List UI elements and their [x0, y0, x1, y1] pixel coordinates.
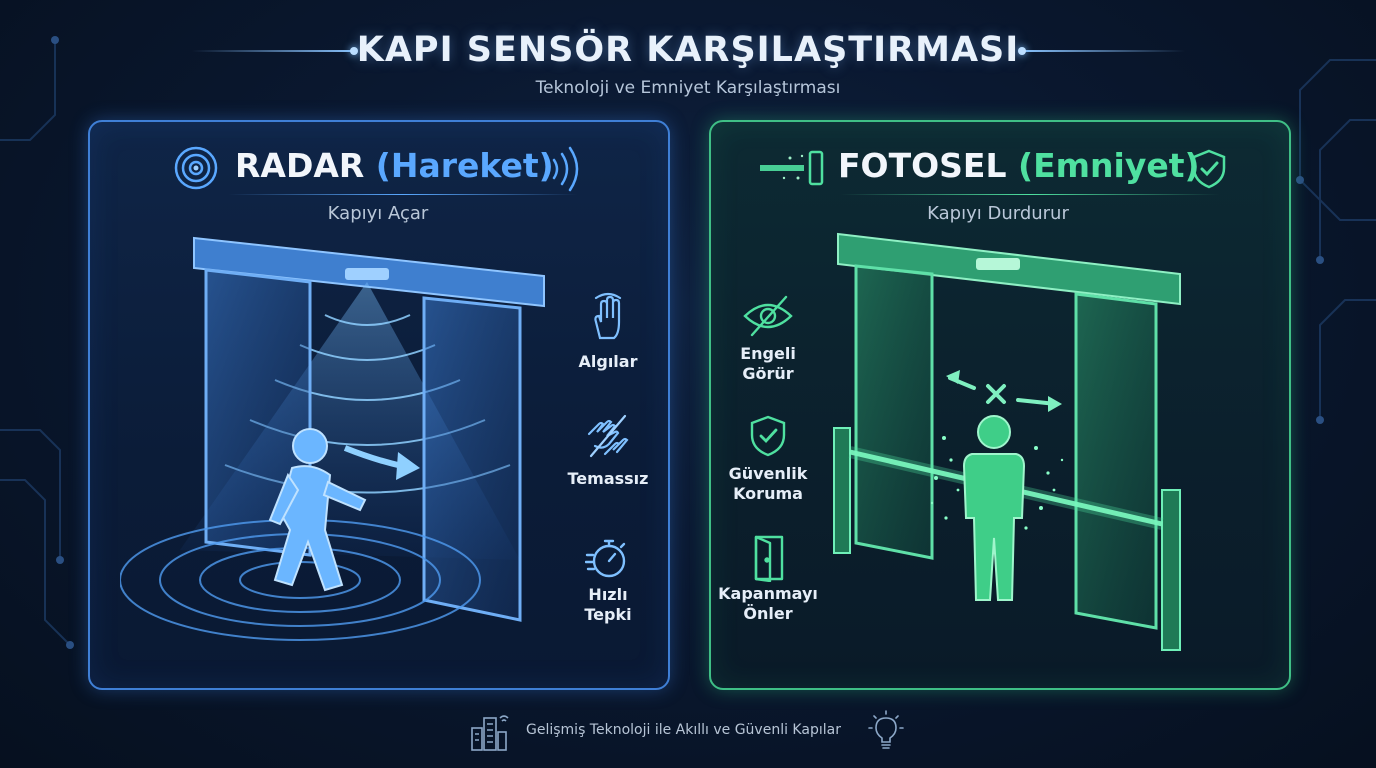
radar-title-main: RADAR	[235, 146, 365, 185]
title-line-right	[1020, 50, 1185, 52]
radar-waves-icon	[552, 146, 579, 192]
fotosel-feature-text-3: Kapanmayı Önler	[718, 584, 818, 623]
title-line-left	[192, 50, 357, 52]
page-subtitle: Teknoloji ve Emniyet Karşılaştırması	[535, 78, 841, 98]
fotosel-title: FOTOSEL (Emniyet)	[838, 146, 1200, 185]
fotosel-feature-text-2: Güvenlik Koruma	[728, 464, 808, 503]
eye-slash-icon	[743, 295, 793, 337]
page-title: KAPI SENSÖR KARŞILAŞTIRMASI	[356, 30, 1020, 70]
radar-feature-label-1: Algılar	[578, 352, 638, 371]
fotosel-feature-label-2: Güvenlik Koruma	[720, 464, 816, 504]
fotosel-title-accent: (Emniyet)	[1018, 146, 1200, 185]
radar-title: RADAR (Hareket)	[235, 146, 554, 185]
hand-wave-icon	[594, 292, 622, 340]
fotosel-feature-label-1: Engeli Görür	[720, 344, 816, 384]
radar-title-accent: (Hareket)	[375, 146, 554, 185]
radar-target-icon	[174, 146, 218, 190]
stopwatch-icon	[585, 539, 626, 578]
radar-door-illustration	[120, 236, 545, 641]
shield-check-icon	[1192, 149, 1226, 189]
security-shield-icon	[750, 415, 786, 457]
fotosel-title-main: FOTOSEL	[838, 146, 1007, 185]
fotosel-feature-label-3: Kapanmayı Önler	[712, 584, 824, 624]
radar-subtitle: Kapıyı Açar	[327, 203, 429, 224]
radar-title-underline	[228, 194, 578, 195]
fotosel-door-illustration	[833, 232, 1181, 651]
radar-feature-label-3: Hızlı Tepki	[560, 585, 656, 625]
fotosel-feature-text-1: Engeli Görür	[740, 344, 796, 383]
radar-feature-label-2: Temassız	[567, 469, 649, 488]
fotosel-title-underline	[840, 194, 1220, 195]
no-touch-hand-icon	[587, 414, 629, 458]
radar-feature-text-3: Hızlı Tepki	[584, 585, 632, 624]
door-icon	[754, 535, 784, 582]
title-dot-right	[1018, 47, 1026, 55]
footer-text: Gelişmiş Teknoloji ile Akıllı ve Güvenli…	[526, 722, 841, 738]
photocell-beam-icon	[760, 150, 824, 186]
fotosel-subtitle: Kapıyı Durdurur	[927, 203, 1069, 224]
smart-building-icon	[471, 715, 509, 751]
lightbulb-icon	[868, 710, 904, 749]
title-dot-left	[350, 47, 358, 55]
